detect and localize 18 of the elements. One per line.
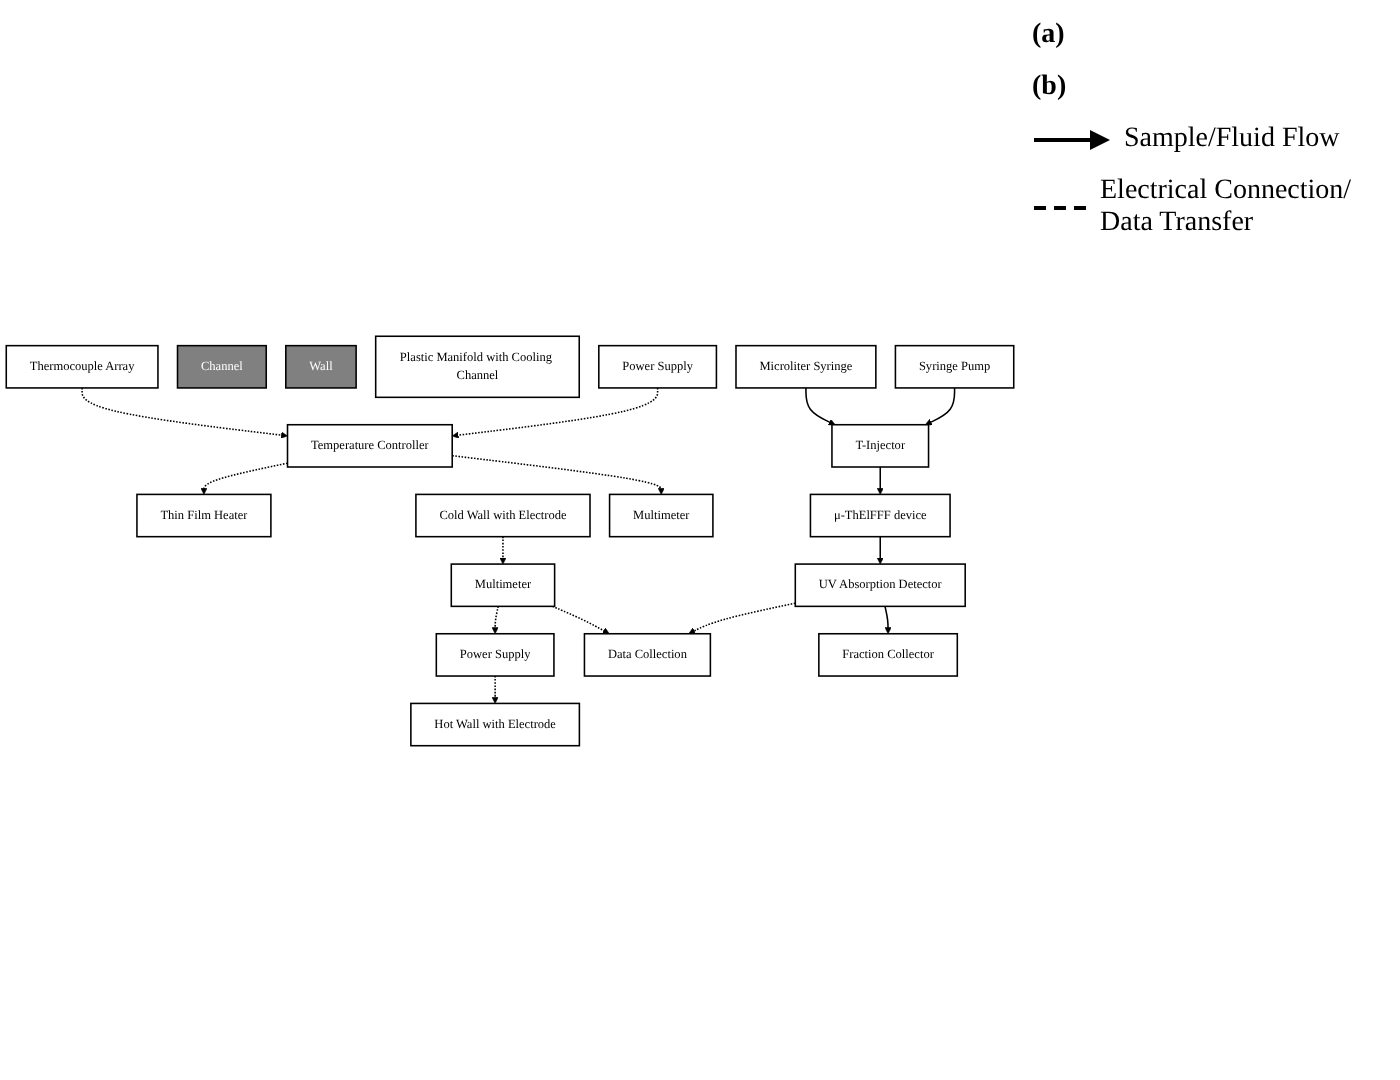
- arrow: [200, 461, 289, 494]
- arrow: [499, 534, 507, 564]
- arrow: [805, 386, 836, 425]
- arrow: [925, 386, 956, 425]
- arrow: [688, 601, 797, 634]
- panel-label: (b): [1032, 72, 1069, 104]
- panel-label: (a): [1032, 20, 1067, 52]
- arrow: [81, 386, 288, 438]
- arrow: [491, 604, 499, 634]
- arrow: [451, 453, 665, 494]
- arrow: [884, 604, 892, 634]
- arrow: [876, 534, 884, 564]
- legend-text: Electrical Connection/ Data Transfer: [1100, 176, 1354, 240]
- arrow: [551, 604, 610, 634]
- legend-text: Sample/Fluid Flow: [1124, 124, 1340, 156]
- arrow: [491, 674, 499, 703]
- arrow: [876, 465, 884, 494]
- arrow: [451, 386, 659, 438]
